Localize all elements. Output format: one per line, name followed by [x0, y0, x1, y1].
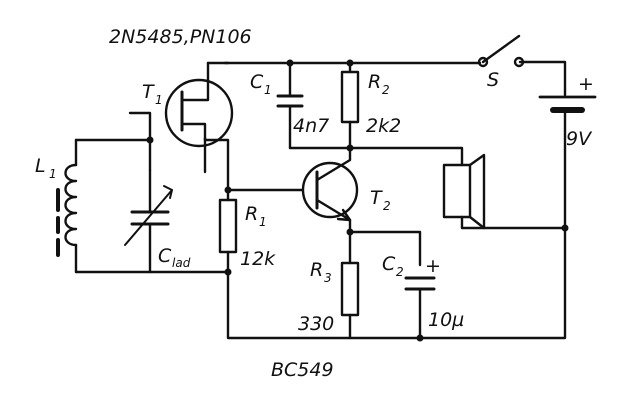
- c1-label: C: [250, 71, 264, 93]
- battery-symbol: [538, 95, 597, 232]
- c2-subscript: 2: [396, 265, 404, 279]
- t2-transistor-symbol: [301, 148, 359, 234]
- junction-dots: [146, 59, 569, 342]
- r2-label: R: [368, 71, 381, 93]
- switch-lever: [481, 34, 521, 64]
- c1-subscript: 1: [264, 83, 272, 97]
- t1-jfet-symbol: [164, 61, 234, 174]
- switch-right-wire: [518, 60, 567, 97]
- ctrim-subscript: lad: [172, 256, 191, 270]
- switch-label: S: [487, 69, 499, 91]
- ctrim-capacitor-symbol: [124, 168, 173, 274]
- t1-source-wire: [203, 138, 230, 192]
- t1-gate-wire: [128, 111, 152, 142]
- l1-inductor-symbol: [56, 138, 78, 274]
- emitter-node-wire: [348, 230, 422, 267]
- t2-label: T: [370, 187, 383, 209]
- collector-to-speaker-wire: [348, 146, 464, 167]
- c1-value: 4n7: [293, 115, 329, 137]
- t1-part-number: 2N5485,PN106: [109, 26, 252, 48]
- r2-subscript: 2: [382, 83, 390, 97]
- t1-subscript: 1: [155, 93, 163, 107]
- tank-top-wire: [74, 138, 152, 172]
- c2-capacitor-symbol: [404, 276, 436, 340]
- switch-left-contact: [477, 56, 489, 68]
- c2-label: C: [382, 253, 396, 275]
- r2-value: 2k2: [366, 115, 401, 137]
- t2-subscript: 2: [383, 199, 391, 213]
- r2-resistor-symbol: [340, 61, 360, 152]
- r3-resistor-symbol: [340, 230, 360, 340]
- switch-right-contact: [513, 56, 525, 68]
- r3-value: 330: [298, 313, 334, 335]
- r1-value: 12k: [240, 248, 276, 270]
- l1-label: L: [35, 155, 46, 177]
- speaker-symbol: [442, 153, 486, 230]
- ctrim-label: C: [158, 245, 172, 267]
- c1-capacitor-symbol: [276, 61, 304, 150]
- t2-part-number: BC549: [271, 359, 334, 381]
- c2-value: 10µ: [428, 309, 464, 331]
- r1-label: R: [245, 203, 258, 225]
- c2-plus-label: +: [425, 255, 441, 277]
- r1-subscript: 1: [259, 215, 267, 229]
- l1-subscript: 1: [49, 167, 57, 181]
- battery-plus-label: +: [578, 73, 594, 95]
- r3-subscript: 3: [324, 271, 332, 285]
- t1-label: T: [142, 81, 155, 103]
- r1-resistor-symbol: [218, 188, 238, 277]
- r3-label: R: [310, 259, 323, 281]
- battery-voltage-label: 9V: [566, 128, 593, 150]
- bottom-rail-wire: [226, 228, 567, 340]
